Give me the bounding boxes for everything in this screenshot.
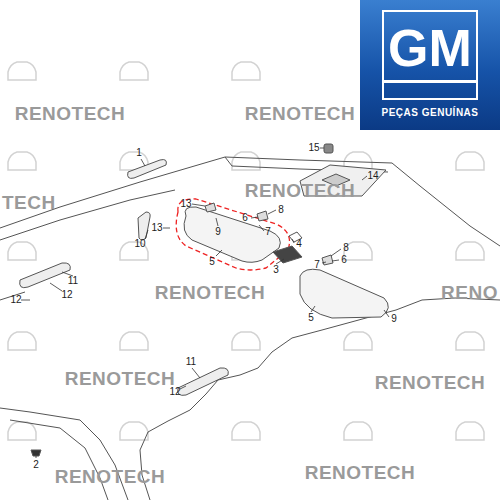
headliner-edge: [0, 190, 175, 240]
car-icon: [344, 422, 372, 440]
callout-number: 11: [68, 276, 78, 286]
brand-logo: GM PEÇAS GENUÍNAS: [360, 0, 500, 130]
cap: [324, 144, 333, 153]
car-icon: [8, 332, 36, 350]
watermark-text: RENOTECH: [245, 181, 356, 200]
sun-visor: [300, 269, 388, 318]
sun-visor: [184, 207, 280, 262]
car-icon: [8, 152, 36, 170]
callout-number: 7: [314, 260, 320, 270]
car-icon: [8, 422, 36, 440]
callout-number: 8: [343, 243, 349, 253]
car-icon: [8, 242, 36, 260]
car-icon: [456, 152, 484, 170]
grab-handle: [128, 160, 167, 179]
callout-number: 12: [61, 290, 72, 300]
grab-handle: [20, 263, 71, 288]
car-icon: [120, 422, 148, 440]
callout-number: 5: [209, 257, 215, 267]
callout-number: 6: [242, 213, 248, 223]
car-icon: [8, 62, 36, 80]
leader-lines: [21, 148, 389, 458]
watermark-text: TECH: [2, 193, 56, 212]
car-icon: [456, 422, 484, 440]
callout-number: 1: [136, 148, 142, 158]
callout-number: 6: [341, 255, 347, 265]
car-icon: [232, 332, 260, 350]
car-icon: [456, 242, 484, 260]
watermark-text: RENOTECH: [15, 104, 126, 123]
callout-number: 8: [278, 205, 284, 215]
car-icon: [120, 62, 148, 80]
callout-number: 15: [308, 143, 319, 153]
logo-caption: PEÇAS GENUÍNAS: [360, 108, 500, 118]
callout-number: 5: [308, 313, 314, 323]
logo-mark: GM: [384, 22, 476, 83]
watermark-text: RENO: [441, 283, 498, 302]
callout-number: 3: [273, 265, 279, 275]
callout-number: 13: [180, 199, 191, 209]
car-icon: [344, 242, 372, 260]
watermark-text: RENOTECH: [55, 467, 166, 486]
watermark-text: RENOTECH: [155, 283, 266, 302]
headliner-edge: [0, 408, 128, 500]
headliner-edge: [10, 420, 108, 500]
watermark-text: RENOTECH: [305, 463, 416, 482]
watermark-text: RENOTECH: [375, 373, 486, 392]
car-icon: [344, 332, 372, 350]
grab-handle: [138, 212, 150, 240]
callout-number: 14: [367, 171, 378, 181]
visor-clip: [205, 203, 216, 212]
car-icon: [232, 422, 260, 440]
callout-number: 9: [391, 314, 397, 324]
visor-clip: [322, 255, 333, 265]
callout-number: 12: [10, 295, 21, 305]
clip: [31, 450, 41, 456]
callout-number: 4: [296, 239, 302, 249]
car-icon: [120, 332, 148, 350]
callout-number: 10: [134, 239, 145, 249]
watermark-text: RENOTECH: [245, 104, 356, 123]
highlight-outline: [176, 199, 289, 270]
callout-number: 2: [33, 460, 39, 470]
visor-clip: [257, 211, 268, 221]
watermark-text: RENOTECH: [65, 369, 176, 388]
callout-number: 12: [169, 387, 180, 397]
callout-number: 11: [186, 357, 196, 367]
car-icon: [232, 62, 260, 80]
grab-handle: [178, 368, 229, 395]
logo-frame: GM: [382, 10, 478, 100]
car-icon: [456, 332, 484, 350]
callout-number: 7: [265, 227, 271, 237]
headliner-edge: [140, 298, 500, 500]
callout-number: 13: [151, 223, 162, 233]
callout-number: 9: [215, 227, 221, 237]
